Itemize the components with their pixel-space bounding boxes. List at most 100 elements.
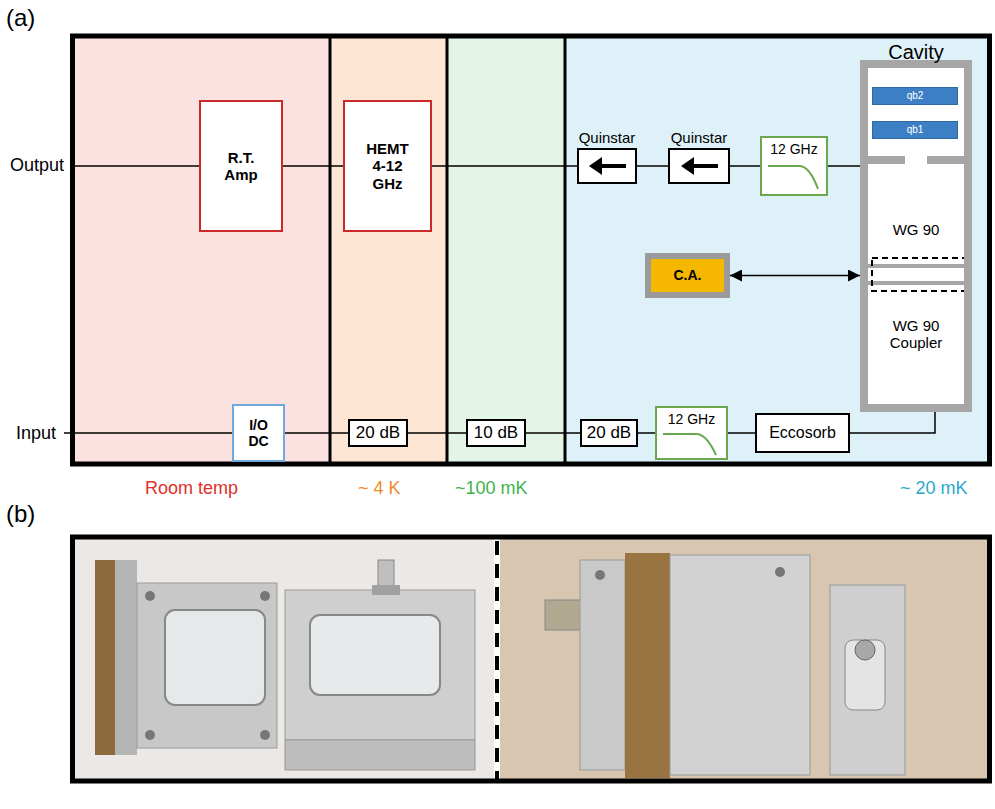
iris-wall <box>927 156 966 164</box>
zone-divider <box>564 38 567 462</box>
waveguide-window <box>845 640 885 710</box>
node-heading: Quinstar <box>671 129 728 146</box>
input-lead <box>64 432 232 434</box>
signal-line <box>638 432 655 434</box>
signal-line <box>728 432 755 434</box>
amplifier-box: HEMT 4-12 GHz <box>343 100 432 232</box>
lowpass-curve <box>768 166 818 189</box>
sma-connector <box>378 560 394 588</box>
node-text: 20 dB <box>356 423 400 443</box>
coupler-piece <box>830 585 905 775</box>
waveguide-window <box>310 615 440 695</box>
hundred-mk-zone <box>447 38 565 462</box>
qubit-chip: qb1 <box>872 121 958 139</box>
node-heading: Quinstar <box>579 129 636 146</box>
zone-divider <box>446 38 449 462</box>
filter-fill <box>760 136 828 196</box>
coupler-base <box>285 740 475 770</box>
node-text: R.T. Amp <box>219 149 264 184</box>
port-label: Output <box>10 155 64 176</box>
coupling-adjuster: C.A. <box>645 253 730 298</box>
amplifier-box: R.T. Amp <box>199 100 283 232</box>
isolator-arrow <box>681 157 694 175</box>
photo-left-ground <box>75 539 497 779</box>
signal-line <box>408 432 466 434</box>
isolator-box: Quinstar <box>668 148 730 184</box>
temperature-label: ~ 20 mK <box>900 478 968 499</box>
signal-line <box>850 412 935 433</box>
signal-line <box>730 165 760 167</box>
aluminium-block <box>580 560 625 770</box>
photo-right-ground <box>497 539 987 779</box>
isolator-arrow <box>589 157 602 175</box>
node-text: 20 dB <box>587 423 631 443</box>
isolator-arrow <box>598 164 626 168</box>
flange-wall <box>866 281 966 285</box>
node-text: 12 GHz <box>770 141 817 157</box>
zone-divider <box>329 38 332 462</box>
signal-line <box>283 165 343 167</box>
node-text: HEMT 4-12 GHz <box>362 140 414 192</box>
node-text: 12 GHz <box>668 411 715 427</box>
temperature-label: Room temp <box>145 478 238 499</box>
isolator-fill <box>577 148 637 184</box>
screw <box>145 591 155 601</box>
aluminium-block <box>670 555 810 775</box>
waveguide-window <box>165 610 265 705</box>
coupler-body <box>285 590 475 740</box>
isolator-fill <box>668 148 730 184</box>
node-text: Eccosorb <box>769 424 836 442</box>
temperature-label: ~100 mK <box>455 478 528 499</box>
filter-fill <box>655 406 728 460</box>
cavity-body <box>137 583 277 748</box>
isolator-arrow <box>690 164 718 168</box>
signal-line <box>637 165 668 167</box>
copper-plate <box>95 560 115 755</box>
flange-wall <box>866 264 966 268</box>
dc-block-box: I/O DC <box>232 404 285 462</box>
screw <box>260 730 270 740</box>
node-text: WG 90 Coupler <box>879 317 953 352</box>
sma-flange <box>372 585 400 595</box>
signal-line <box>526 432 580 434</box>
signal-line <box>828 165 860 167</box>
four-kelvin-zone <box>330 38 447 462</box>
filter-box: 12 GHz <box>655 406 728 460</box>
sma-connector <box>855 640 875 660</box>
lowpass-curve <box>663 434 716 455</box>
node-text: qb2 <box>907 90 924 102</box>
filter-box: 12 GHz <box>760 136 828 196</box>
panel-frame <box>73 36 990 464</box>
cavity-frame: Cavityqb2qb1WG 90WG 90 Coupler <box>860 60 972 412</box>
port-label: Input <box>16 423 56 444</box>
room-temp-zone <box>75 38 330 462</box>
panel-label: (b) <box>6 500 35 528</box>
attenuator-box: 20 dB <box>580 419 638 447</box>
photo-divider <box>494 539 500 779</box>
isolator-box: Quinstar <box>577 148 637 184</box>
panel-label: (a) <box>6 4 35 32</box>
waveguide-section: WG 90 Coupler <box>868 308 964 360</box>
temperature-label: ~ 4 K <box>358 478 401 499</box>
screw <box>775 567 785 577</box>
photo-divider <box>495 541 499 779</box>
signal-line <box>285 432 348 434</box>
screw <box>595 570 605 580</box>
screw <box>260 591 270 601</box>
aluminium-plate <box>115 560 137 755</box>
coupling-region <box>872 258 968 291</box>
signal-line <box>432 165 577 167</box>
node-text: qb1 <box>907 124 924 136</box>
signal-line <box>730 275 860 277</box>
screw <box>145 730 155 740</box>
attenuator-box: 20 dB <box>348 419 408 447</box>
twenty-mk-zone <box>565 38 990 462</box>
sma-connector <box>545 600 585 630</box>
copper-plate <box>625 553 670 778</box>
waveguide-section: WG 90 <box>868 210 964 250</box>
node-text: WG 90 <box>893 221 940 238</box>
